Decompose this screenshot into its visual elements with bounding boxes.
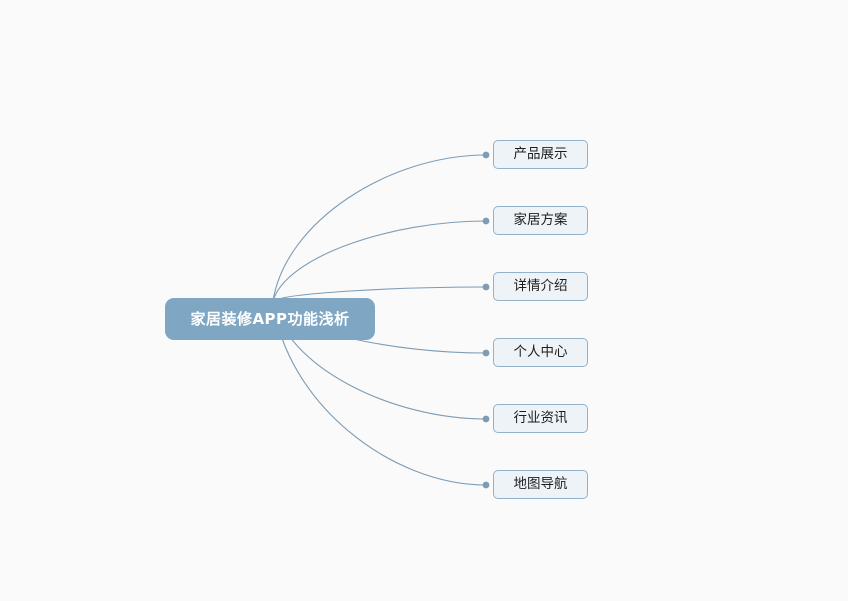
connector-curve	[272, 220, 487, 302]
connector-dot	[482, 217, 490, 225]
branch-node-label: 个人中心	[513, 343, 568, 360]
branch-node-2[interactable]: 家居方案	[493, 206, 588, 235]
connector-dot	[482, 283, 490, 291]
connector-dot	[482, 481, 490, 489]
branch-node-label: 家居方案	[513, 211, 568, 228]
branch-node-4[interactable]: 个人中心	[493, 338, 588, 367]
branch-node-5[interactable]: 行业资讯	[493, 404, 588, 433]
connector-dots	[482, 151, 490, 489]
branch-node-6[interactable]: 地图导航	[493, 470, 588, 499]
root-node[interactable]: 家居装修APP功能浅析	[165, 298, 375, 340]
branch-node-3[interactable]: 详情介绍	[493, 272, 588, 301]
branch-node-label: 地图导航	[513, 475, 568, 492]
branch-node-label: 详情介绍	[513, 277, 568, 294]
connector-dot	[482, 151, 490, 159]
branch-node-label: 行业资讯	[513, 409, 568, 426]
connector-dot	[482, 415, 490, 423]
root-node-label: 家居装修APP功能浅析	[190, 309, 350, 328]
branch-node-label: 产品展示	[513, 145, 568, 162]
connector-dot	[482, 349, 490, 357]
connector-curve	[272, 154, 487, 302]
branch-node-1[interactable]: 产品展示	[493, 140, 588, 169]
